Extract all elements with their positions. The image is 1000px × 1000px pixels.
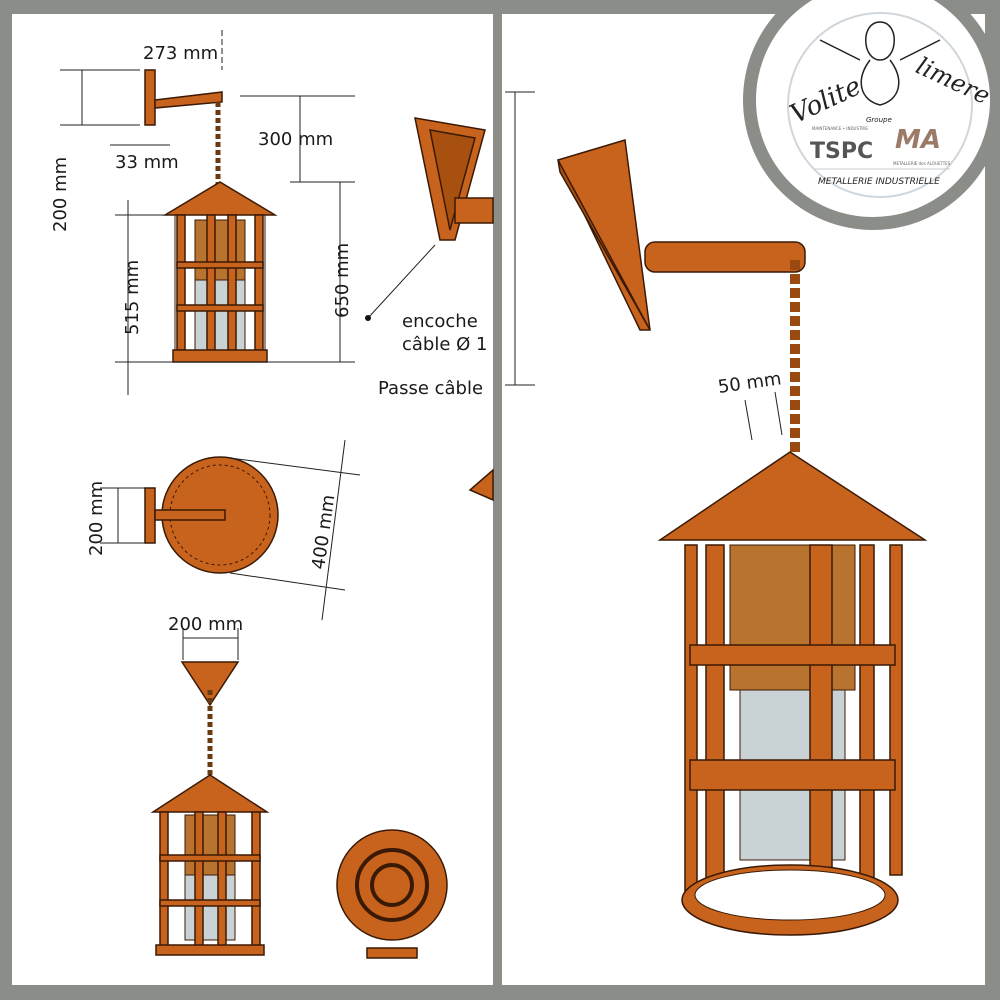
company-logo: Volite limere Groupe MAINTENANCE • INDUS… [743,0,1000,230]
dim-ceiling-plate: 200 mm [86,481,107,556]
perspective-view-drawing: 50 mm [505,91,928,936]
notch-label-line1: encoche [402,311,478,332]
notch-label-line2: câble Ø 1 [402,334,488,355]
dim-chain-length: 300 mm [258,129,333,150]
dim-lantern-body: 515 mm [122,260,143,335]
logo-brand2-tag: METALLERIE des ALOUETTES [893,161,951,166]
dim-lantern-total: 650 mm [332,243,353,318]
side-elevation-drawing: 273 mm 33 mm 300 mm 200 mm 515 mm 650 mm [50,30,355,395]
logo-brand1-tag: MAINTENANCE • INDUSTRIE [812,126,868,131]
front-view-drawing: 200 mm [150,614,270,956]
logo-brand2: MA [895,125,941,155]
cable-pass-label: Passe câble [378,378,483,399]
logo-brand1: TSPC [810,139,873,164]
dim-bracket-offset: 33 mm [115,152,179,173]
logo-script-small: Groupe [866,116,892,124]
top-view-drawing: 200 mm 400 mm [86,439,361,621]
logo-tagline: METALLERIE INDUSTRIELLE [818,177,940,187]
dim-bracket-width: 273 mm [143,43,218,64]
dim-top-bracket-width: 200 mm [168,614,243,635]
bracket-detail-drawing: encoche câble Ø 1 Passe câble [365,117,494,502]
dim-bracket-height: 200 mm [50,157,71,232]
bottom-view-drawing [336,829,448,959]
